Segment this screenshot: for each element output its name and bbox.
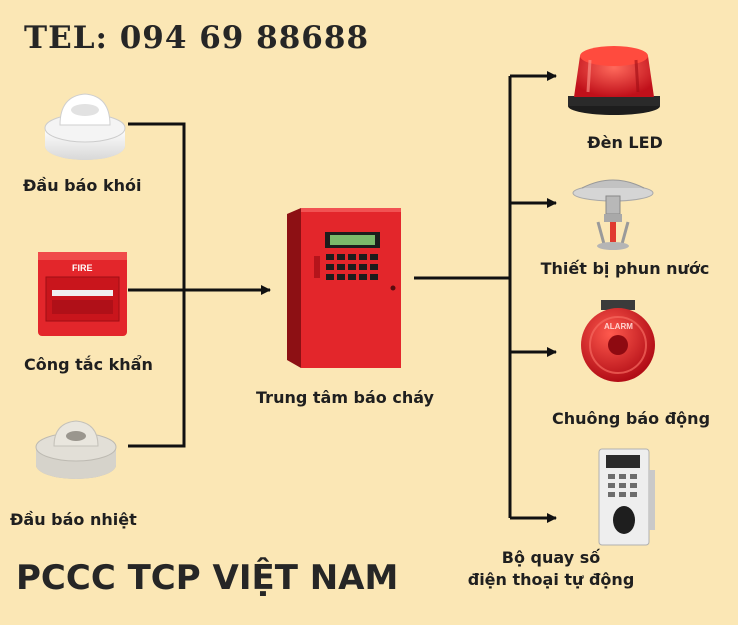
fire-text: FIRE: [72, 263, 93, 273]
emergency-switch-icon: FIRE: [38, 252, 127, 336]
led-beacon-icon: [568, 46, 660, 115]
fire-alarm-panel-icon: [287, 208, 401, 368]
auto-dialer-icon: [598, 448, 655, 546]
output-connectors: [414, 71, 557, 523]
heat-detector-label: Đầu báo nhiệt: [10, 510, 137, 529]
emergency-switch-label: Công tắc khẩn: [24, 355, 153, 374]
panel-label: Trung tâm báo cháy: [256, 388, 434, 407]
smoke-detector-icon: [44, 93, 126, 160]
smoke-detector-label: Đầu báo khói: [23, 176, 142, 195]
led-label: Đèn LED: [587, 133, 663, 152]
bell-label: Chuông báo động: [551, 409, 711, 428]
phone-number: TEL: 094 69 88688: [24, 20, 370, 56]
alarm-bell-icon: ALARM: [581, 300, 655, 382]
heat-detector-icon: [35, 420, 117, 479]
dialer-label-line1: Bộ quay số: [501, 548, 601, 567]
brand-name: PCCC TCP VIỆT NAM: [16, 558, 399, 598]
input-connectors: [128, 122, 271, 448]
sprinkler-icon: [572, 179, 654, 250]
dialer-label-line2: điện thoại tự động: [467, 570, 635, 589]
sprinkler-label: Thiết bị phun nước: [540, 259, 710, 278]
alarm-text: ALARM: [604, 322, 633, 331]
